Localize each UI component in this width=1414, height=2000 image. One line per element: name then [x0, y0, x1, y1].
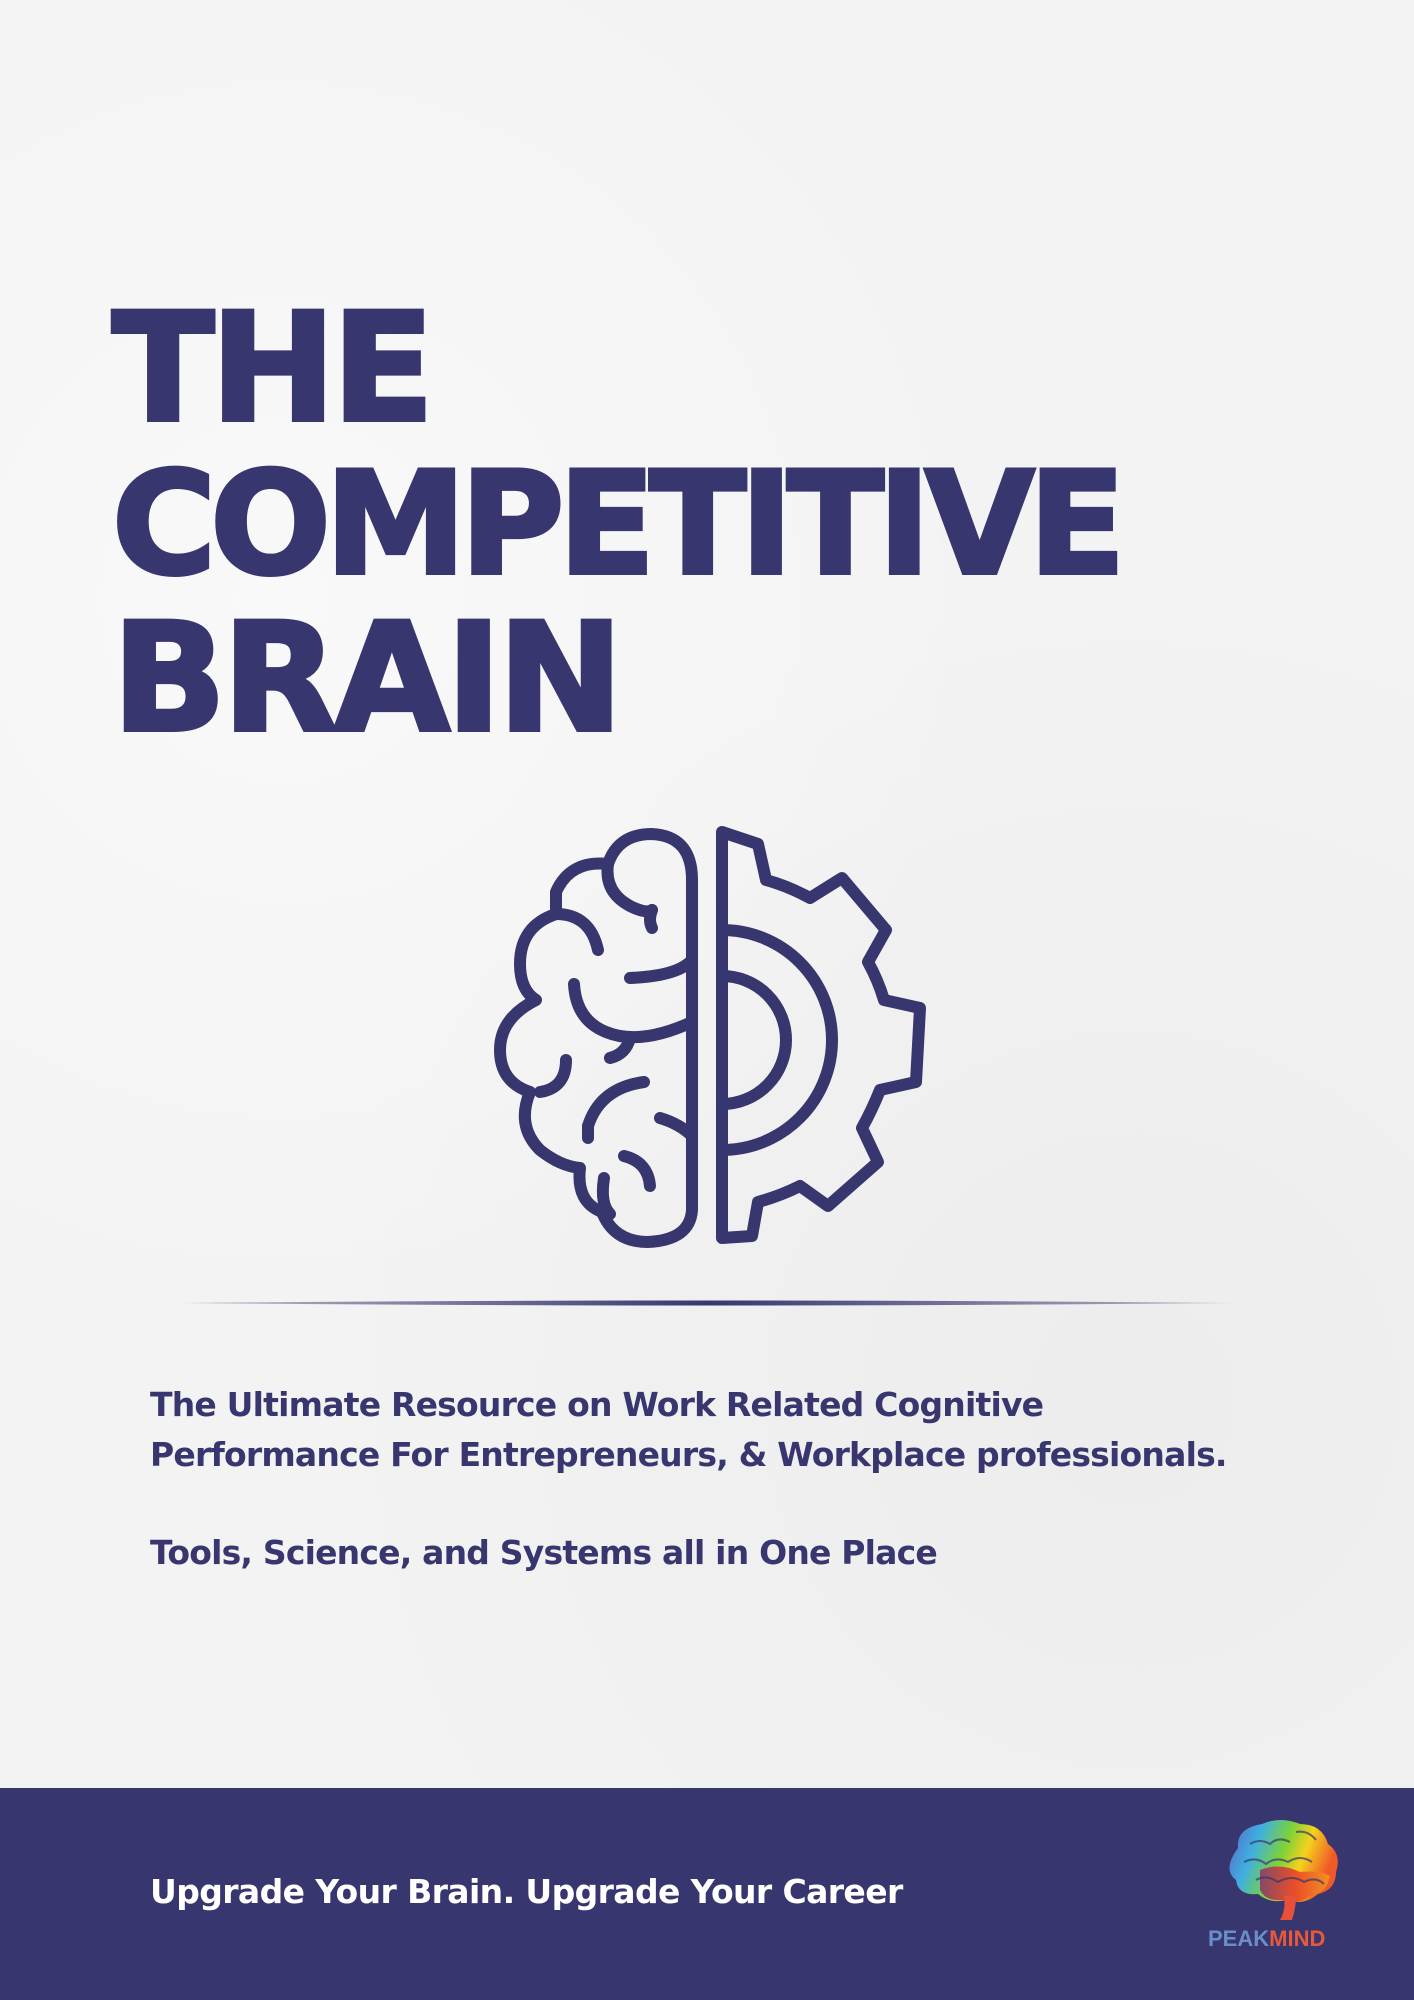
cover-title: THE COMPETITIVE BRAIN: [110, 282, 1128, 766]
divider: [183, 1293, 1233, 1306]
cover-subtitle: The Ultimate Resource on Work Related Co…: [150, 1380, 1310, 1480]
subtitle-line-2: Performance For Entrepreneurs, & Workpla…: [150, 1435, 1227, 1474]
peak-mind-logo: PEAKMIND: [1200, 1810, 1350, 1960]
logo-word-peak: PEAK: [1208, 1926, 1270, 1951]
title-line-3: BRAIN: [110, 592, 625, 766]
colorful-brain-icon: [1229, 1820, 1338, 1920]
subtitle-line-1: The Ultimate Resource on Work Related Co…: [150, 1385, 1044, 1424]
footer-band: Upgrade Your Brain. Upgrade Your Career: [0, 1788, 1414, 2000]
title-line-2: COMPETITIVE: [110, 442, 1128, 607]
footer-slogan: Upgrade Your Brain. Upgrade Your Career: [150, 1872, 903, 1911]
brain-gear-icon: [480, 810, 940, 1250]
logo-word-mind: MIND: [1269, 1926, 1326, 1951]
logo-wordmark: PEAKMIND: [1208, 1926, 1325, 1952]
title-line-1: THE: [110, 282, 436, 456]
cover-tagline: Tools, Science, and Systems all in One P…: [150, 1533, 938, 1572]
